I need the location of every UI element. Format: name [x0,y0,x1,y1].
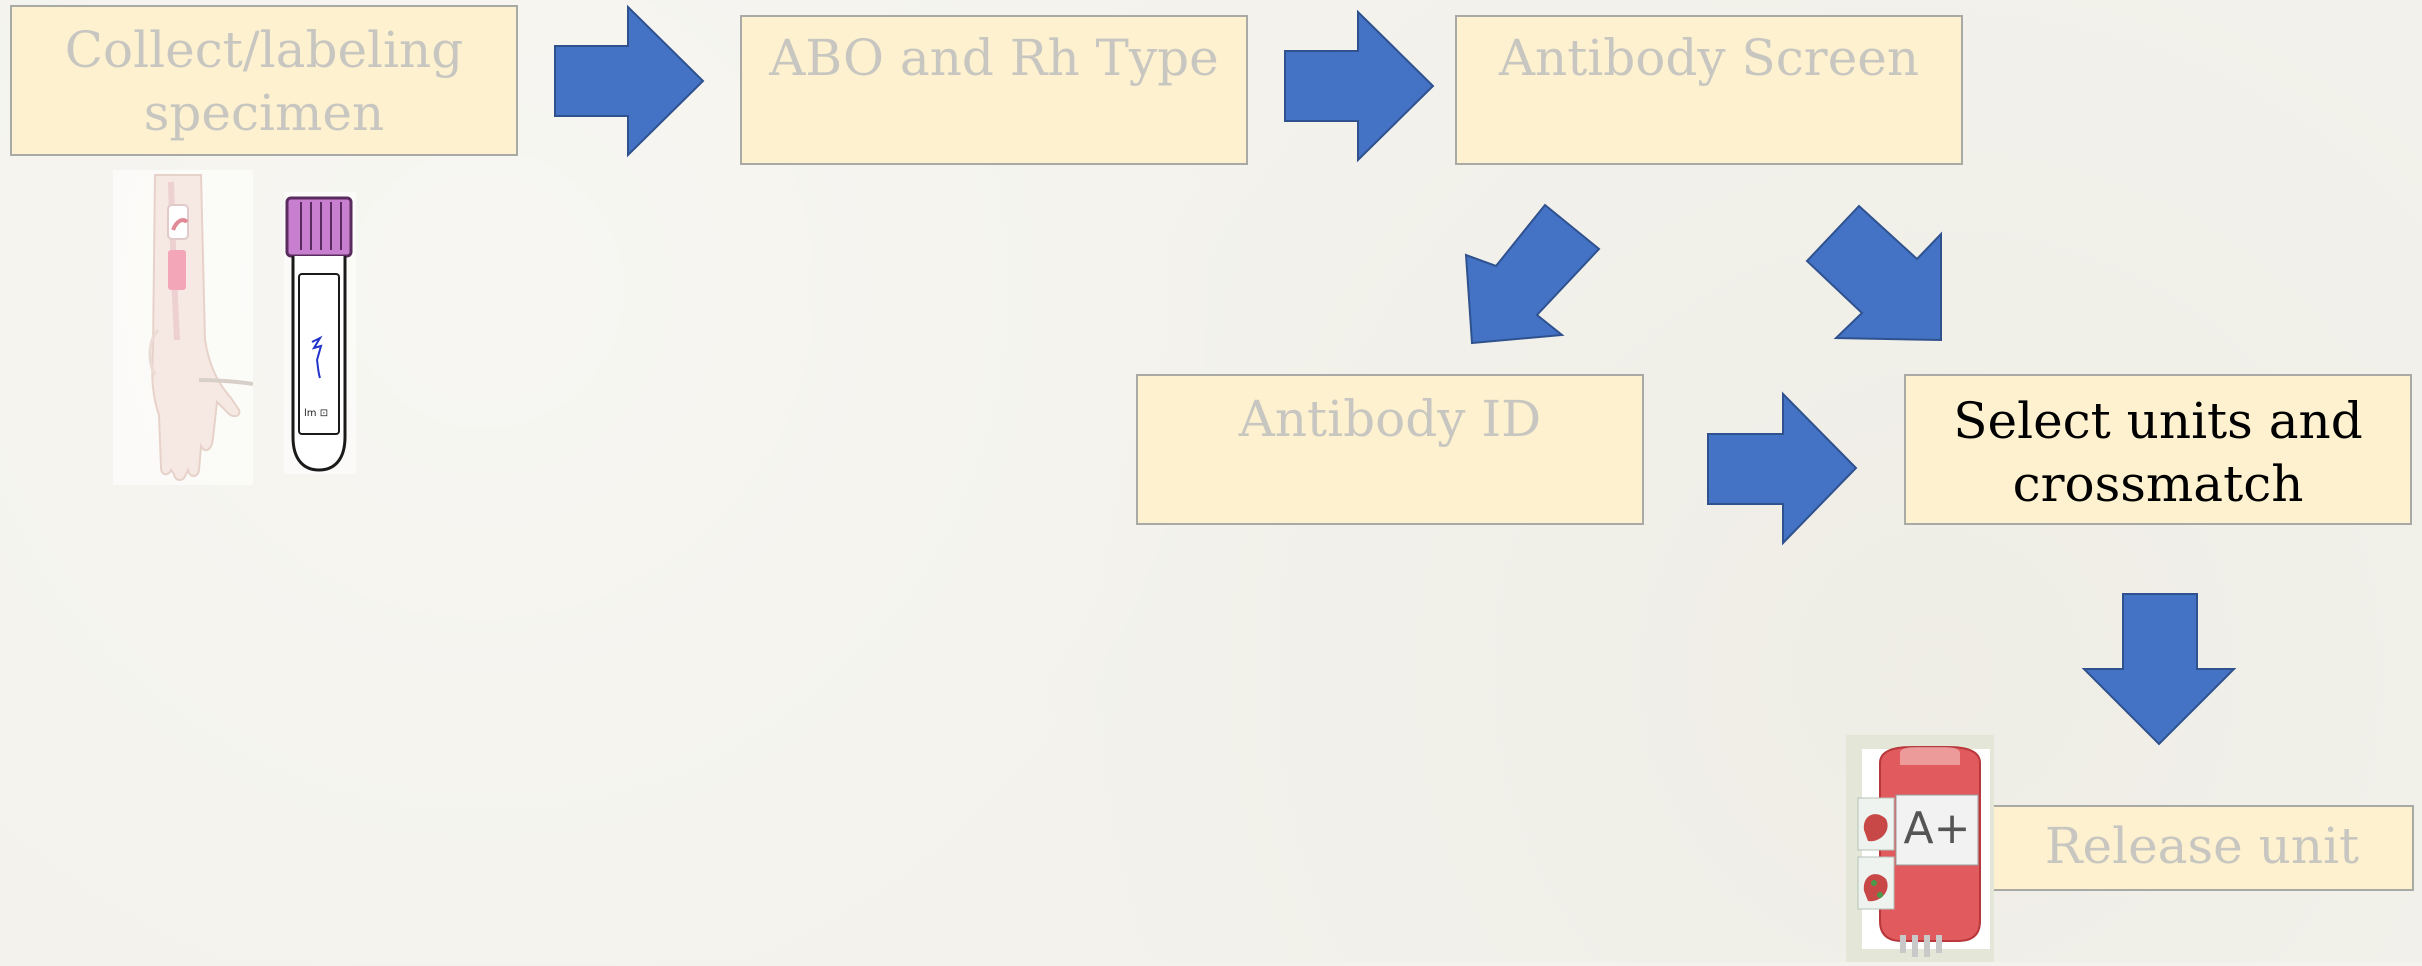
arrow-select-units-to-release [2081,592,2237,746]
arm-venipuncture-illustration [113,170,254,485]
step-abo-rh-label: ABO and Rh Type [769,29,1219,87]
arrow-screen-to-antibody-id [1462,200,1602,345]
arrow-antibody-id-to-select-units [1706,391,1858,546]
arrow-screen-to-select-units [1804,203,1944,343]
arm-venipuncture-icon [113,170,254,485]
blood-tube-illustration: lm ⊡ [284,192,356,474]
step-antibody-id-label: Antibody ID [1238,390,1542,448]
blood-bag-illustration: A+ [1846,735,1994,962]
block-arrow-icon [554,4,705,158]
blood-type-label: A+ [1904,803,1971,854]
step-release-unit-label: Release unit [2044,817,2360,875]
arrow-collect-to-abo [553,4,705,158]
step-select-units-crossmatch: Select units and crossmatch [1904,374,2412,525]
step-select-units-label: Select units and crossmatch [1953,392,2363,513]
step-release-unit: Release unit [1990,805,2414,891]
step-antibody-screen-label: Antibody Screen [1498,29,1920,87]
blood-bag-icon: A+ [1846,735,1994,962]
block-arrow-icon [2081,593,2237,746]
tube-label-icon: lm ⊡ [304,408,328,419]
block-arrow-icon [1707,391,1858,546]
step-abo-rh-type: ABO and Rh Type [740,15,1248,165]
step-collect-labeling-specimen: Collect/labeling specimen [10,5,518,156]
block-arrow-icon [1464,203,1601,345]
step-collect-label: Collect/labeling specimen [64,21,464,142]
arrow-abo-to-screen [1283,9,1435,163]
step-antibody-screen: Antibody Screen [1455,15,1963,165]
blood-tube-icon: lm ⊡ [284,192,356,474]
block-arrow-icon [1805,204,1942,342]
step-antibody-id: Antibody ID [1136,374,1644,525]
block-arrow-icon [1284,9,1435,163]
